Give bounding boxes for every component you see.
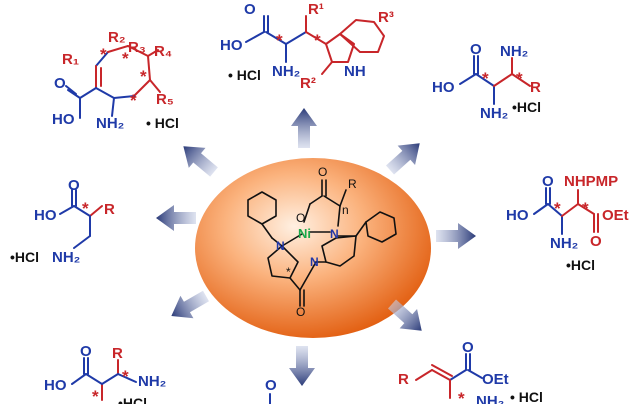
r4-label: R₄ bbox=[154, 43, 172, 60]
da-carbonyl-o-label: O bbox=[470, 41, 482, 58]
trp-hydroxyl-label: HO bbox=[220, 37, 243, 54]
gamma-amino-acid bbox=[71, 357, 137, 401]
trp-r3-label: R³ bbox=[378, 9, 394, 26]
oet-label: OEt bbox=[602, 207, 629, 224]
da-r-label: R bbox=[530, 79, 541, 96]
da-star-1: * bbox=[482, 69, 489, 88]
center-sphere bbox=[195, 158, 431, 338]
alkylidene-ester bbox=[415, 353, 483, 399]
star-4: * bbox=[130, 91, 137, 110]
arrow-icon-right bbox=[436, 223, 476, 249]
ga-hydroxyl-label: HO bbox=[44, 377, 67, 394]
ae-carbonyl-o-label: O bbox=[462, 339, 474, 356]
star-1: * bbox=[100, 45, 107, 64]
complex-n-sub-label: n bbox=[342, 203, 349, 217]
nh-star-2: * bbox=[582, 199, 589, 218]
cyclic-amino-acid bbox=[65, 45, 161, 119]
ae-hcl-label: • HCl bbox=[510, 389, 543, 404]
arrow-icon-down bbox=[289, 346, 315, 386]
nh-star-1: * bbox=[554, 199, 561, 218]
r2-label: R₂ bbox=[108, 29, 126, 46]
beta-amino-acid bbox=[59, 189, 103, 249]
ga-carbonyl-o-label: O bbox=[80, 343, 92, 360]
ba-hydroxyl-label: HO bbox=[34, 207, 57, 224]
ae-star: * bbox=[458, 389, 465, 404]
trp-r2-label: R² bbox=[300, 75, 316, 92]
diamino-acid bbox=[459, 55, 531, 105]
amino-label: NH₂ bbox=[96, 115, 124, 132]
trp-carbonyl-o-label: O bbox=[244, 1, 256, 18]
ga-amino-label: NH₂ bbox=[138, 373, 166, 390]
bottom-carbonyl-o-label: O bbox=[265, 377, 277, 394]
trp-star-1: * bbox=[276, 31, 283, 50]
complex-o-label: O bbox=[296, 211, 305, 225]
carbonyl-o-label: O bbox=[54, 75, 66, 92]
trp-nh-label: NH bbox=[344, 63, 366, 80]
amide-o-label: O bbox=[296, 305, 305, 319]
nickel-label: Ni bbox=[298, 226, 311, 241]
da-amino-label: NH₂ bbox=[480, 105, 508, 122]
nhpmp-amino-ester bbox=[533, 187, 599, 235]
trp-star-2: * bbox=[314, 31, 321, 50]
ae-oet-label: OEt bbox=[482, 371, 509, 388]
trp-amino-label: NH₂ bbox=[272, 63, 300, 80]
ba-amino-label: NH₂ bbox=[52, 249, 80, 266]
ae-r-label: R bbox=[398, 371, 409, 388]
da-hcl-label: •HCl bbox=[512, 99, 541, 115]
ba-star: * bbox=[82, 199, 89, 218]
r5-label: R₅ bbox=[156, 91, 174, 108]
arrow-icon-down-left bbox=[164, 284, 213, 328]
trp-hcl-label: • HCl bbox=[228, 67, 261, 83]
nh-carbonyl-o-label: O bbox=[542, 173, 554, 190]
nhpmp-label: NHPMP bbox=[564, 173, 618, 190]
nh-amino-label: NH₂ bbox=[550, 235, 578, 252]
star-3: * bbox=[140, 67, 147, 86]
arrow-icon-up-left bbox=[175, 136, 223, 182]
pyrrolidine-n-label: N bbox=[276, 239, 285, 253]
ga-star-1: * bbox=[92, 387, 99, 404]
ae-amino-label: NH₂ bbox=[476, 393, 504, 404]
ester-o-label: O bbox=[590, 233, 602, 250]
hydroxyl-label: HO bbox=[52, 111, 75, 128]
ga-hcl-label: •HCl bbox=[118, 395, 147, 404]
r3-label: R₃ bbox=[128, 39, 146, 56]
arrow-icon-left bbox=[156, 205, 196, 231]
nh-hydroxyl-label: HO bbox=[506, 207, 529, 224]
ba-r-label: R bbox=[104, 201, 115, 218]
arrow-icon-up bbox=[291, 108, 317, 148]
imine-n-label: N bbox=[330, 227, 339, 241]
ga-star-2: * bbox=[122, 367, 129, 386]
da-hydroxyl-label: HO bbox=[432, 79, 455, 96]
r1-label: R₁ bbox=[62, 51, 79, 68]
complex-star: * bbox=[286, 265, 291, 279]
complex-r-label: R bbox=[348, 177, 357, 191]
arrow-icon-up-right bbox=[381, 133, 429, 180]
tryptophan-analog bbox=[245, 15, 385, 75]
ba-carbonyl-o-label: O bbox=[68, 177, 80, 194]
trp-r1-label: R¹ bbox=[308, 1, 324, 18]
ni-complex bbox=[247, 179, 397, 307]
nh-hcl-label: •HCl bbox=[566, 257, 595, 273]
star-2: * bbox=[122, 49, 129, 68]
da-star-2: * bbox=[516, 69, 523, 88]
da-amino2-label: NH₂ bbox=[500, 43, 528, 60]
hcl-label: • HCl bbox=[146, 115, 179, 131]
amide-n-label: N bbox=[310, 255, 319, 269]
ga-r-label: R bbox=[112, 345, 123, 362]
complex-o-top-label: O bbox=[318, 165, 327, 179]
ba-hcl-label: •HCl bbox=[10, 249, 39, 265]
